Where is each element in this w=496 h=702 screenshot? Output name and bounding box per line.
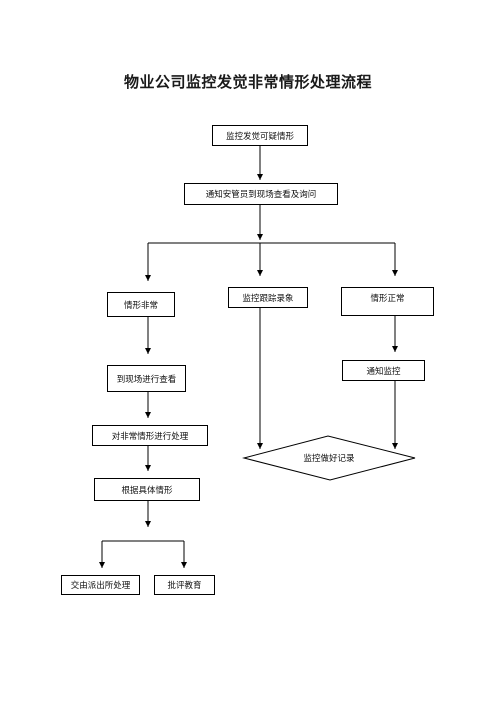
go-to-site-node: 到现场进行查看	[107, 365, 186, 392]
normal-node: 情形正常	[341, 287, 434, 316]
track-record-node: 监控跟踪录象	[228, 287, 308, 308]
by-situation-node: 根据具体情形	[94, 478, 200, 501]
handle-abnormal-node: 对非常情形进行处理	[92, 425, 208, 446]
monitor-record-diamond	[242, 435, 416, 481]
abnormal-node: 情形非常	[107, 292, 175, 317]
monitor-record-label: 监控做好记录	[303, 454, 355, 464]
notify-guard-node: 通知安管员到现场查看及询问	[184, 183, 338, 205]
page-title: 物业公司监控发觉非常情形处理流程	[123, 73, 372, 91]
notify-monitor-node: 通知监控	[342, 360, 425, 381]
start-node: 监控发觉可疑情形	[212, 125, 308, 146]
criticize-node: 批评教育	[154, 575, 215, 595]
police-node: 交由派出所处理	[61, 575, 140, 595]
